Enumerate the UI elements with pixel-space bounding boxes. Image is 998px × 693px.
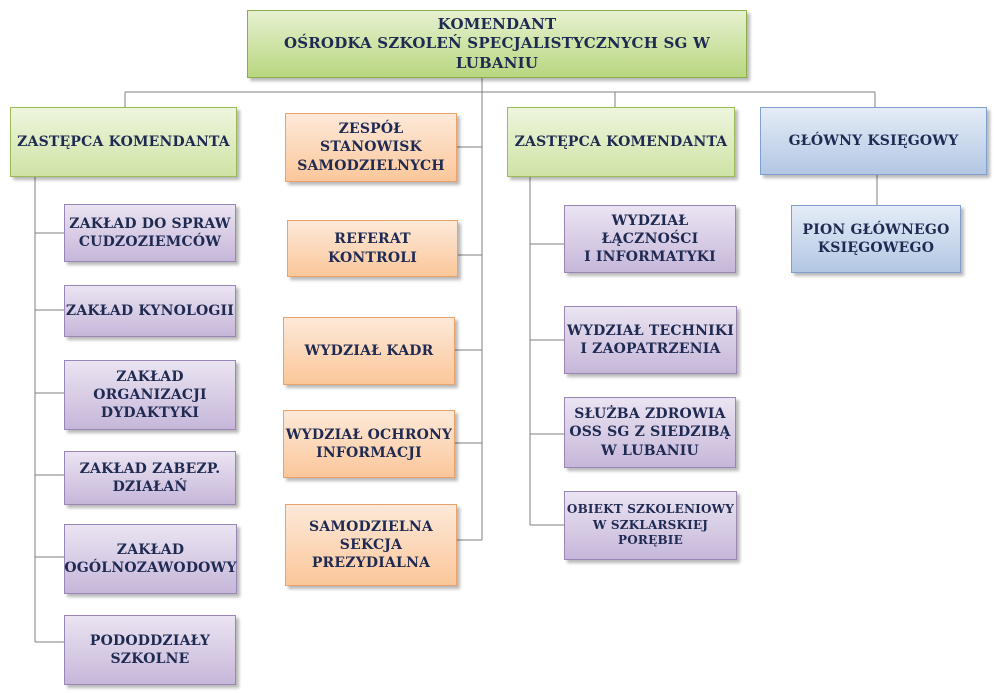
unit-center-4-label: WYDZIAŁ OCHRONY INFORMACJI <box>285 426 453 461</box>
unit-right-3-label: SŁUŻBA ZDROWIA OSS SG Z SIEDZIBĄ W LUBAN… <box>569 406 731 459</box>
commander-title: KOMENDANT <box>437 14 557 33</box>
unit-left-3[interactable]: ZAKŁAD ORGANIZACJI DYDAKTYKI <box>64 360 236 430</box>
unit-center-1-label: ZESPÓŁ STANOWISK SAMODZIELNYCH <box>297 121 445 174</box>
deputy-left-title: ZASTĘPCA KOMENDANTA <box>17 133 230 150</box>
deputy-right-title: ZASTĘPCA KOMENDANTA <box>514 133 728 150</box>
unit-right-1-label: WYDZIAŁ ŁĄCZNOŚCI I INFORMATYKI <box>584 212 716 266</box>
unit-right-2[interactable]: WYDZIAŁ TECHNIKI I ZAOPATRZENIA <box>564 306 737 374</box>
unit-right-4[interactable]: OBIEKT SZKOLENIOWY W SZKLARSKIEJ PORĘBIE <box>564 491 737 560</box>
unit-center-4[interactable]: WYDZIAŁ OCHRONY INFORMACJI <box>283 410 455 478</box>
unit-left-4-label: ZAKŁAD ZABEZP. DZIAŁAŃ <box>79 460 221 495</box>
unit-center-5-label: SAMODZIELNA SEKCJA PREZYDIALNA <box>309 518 433 572</box>
unit-left-3-label: ZAKŁAD ORGANIZACJI DYDAKTYKI <box>93 368 207 422</box>
commander-box[interactable]: KOMENDANT OŚRODKA SZKOLEŃ SPECJALISTYCZN… <box>247 10 747 78</box>
chief-accountant-title: GŁÓWNY KSIĘGOWY <box>788 132 959 149</box>
unit-center-3-label: WYDZIAŁ KADR <box>304 342 434 359</box>
unit-center-2[interactable]: REFERAT KONTROLI <box>287 220 458 277</box>
unit-right-2-label: WYDZIAŁ TECHNIKI I ZAOPATRZENIA <box>566 322 735 357</box>
unit-left-2-label: ZAKŁAD KYNOLOGII <box>65 302 235 319</box>
unit-left-1-label: ZAKŁAD DO SPRAW CUDZOZIEMCÓW <box>69 215 231 250</box>
deputy-left-box[interactable]: ZASTĘPCA KOMENDANTA <box>10 107 237 177</box>
unit-left-5[interactable]: ZAKŁAD OGÓLNOZAWODOWY <box>64 524 237 594</box>
unit-left-2[interactable]: ZAKŁAD KYNOLOGII <box>64 285 236 337</box>
unit-left-6-label: PODODDZIAŁY SZKOLNE <box>89 632 211 667</box>
unit-center-3[interactable]: WYDZIAŁ KADR <box>283 317 455 385</box>
unit-right-4-label: OBIEKT SZKOLENIOWY W SZKLARSKIEJ PORĘBIE <box>566 502 735 548</box>
unit-left-5-label: ZAKŁAD OGÓLNOZAWODOWY <box>64 541 237 576</box>
chief-accountant-box[interactable]: GŁÓWNY KSIĘGOWY <box>760 107 987 175</box>
commander-subtitle: OŚRODKA SZKOLEŃ SPECJALISTYCZNYCH SG W L… <box>283 34 711 72</box>
unit-center-2-label: REFERAT KONTROLI <box>327 231 418 266</box>
deputy-right-box[interactable]: ZASTĘPCA KOMENDANTA <box>507 107 735 177</box>
unit-left-1[interactable]: ZAKŁAD DO SPRAW CUDZOZIEMCÓW <box>64 204 236 262</box>
unit-center-5[interactable]: SAMODZIELNA SEKCJA PREZYDIALNA <box>285 504 457 586</box>
unit-left-6[interactable]: PODODDZIAŁY SZKOLNE <box>64 615 236 685</box>
accountant-unit-box[interactable]: PION GŁÓWNEGO KSIĘGOWEGO <box>791 205 961 273</box>
accountant-unit-label: PION GŁÓWNEGO KSIĘGOWEGO <box>802 221 950 256</box>
unit-right-3[interactable]: SŁUŻBA ZDROWIA OSS SG Z SIEDZIBĄ W LUBAN… <box>564 397 736 468</box>
unit-center-1[interactable]: ZESPÓŁ STANOWISK SAMODZIELNYCH <box>285 113 457 182</box>
unit-right-1[interactable]: WYDZIAŁ ŁĄCZNOŚCI I INFORMATYKI <box>564 205 736 273</box>
unit-left-4[interactable]: ZAKŁAD ZABEZP. DZIAŁAŃ <box>64 451 236 505</box>
